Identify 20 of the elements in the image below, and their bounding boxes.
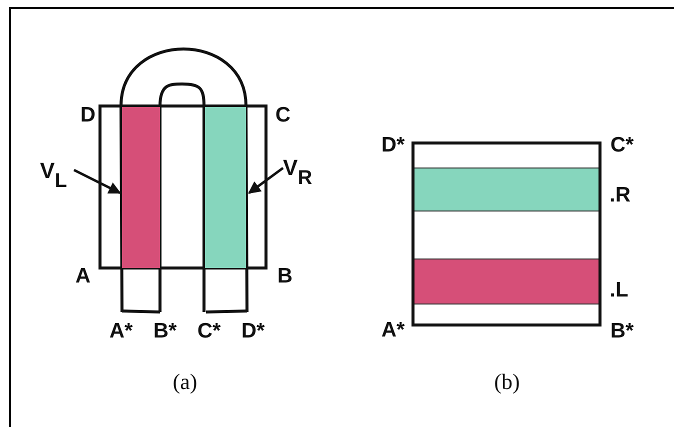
colored-strip bbox=[205, 107, 246, 268]
corner-label: D* bbox=[241, 320, 265, 342]
corner-label: C* bbox=[197, 320, 221, 342]
corner-label: C bbox=[275, 104, 291, 126]
panel-caption: (b) bbox=[494, 371, 520, 393]
corner-label: B* bbox=[610, 320, 634, 342]
corner-label: A* bbox=[381, 320, 405, 340]
corner-label: .R bbox=[610, 184, 630, 206]
panel-caption: (a) bbox=[172, 371, 198, 393]
corner-label: C* bbox=[610, 134, 634, 156]
corner-label: A bbox=[75, 266, 91, 286]
corner-label: D* bbox=[381, 134, 405, 156]
corner-label: .L bbox=[610, 280, 628, 300]
corner-label: A* bbox=[109, 320, 133, 342]
leader-arrow bbox=[248, 167, 284, 194]
leader-arrow bbox=[73, 168, 122, 194]
corner-label: B* bbox=[153, 320, 177, 342]
colored-strip bbox=[122, 107, 160, 268]
corner-label: D bbox=[80, 104, 96, 126]
corner-label: B bbox=[277, 266, 293, 286]
